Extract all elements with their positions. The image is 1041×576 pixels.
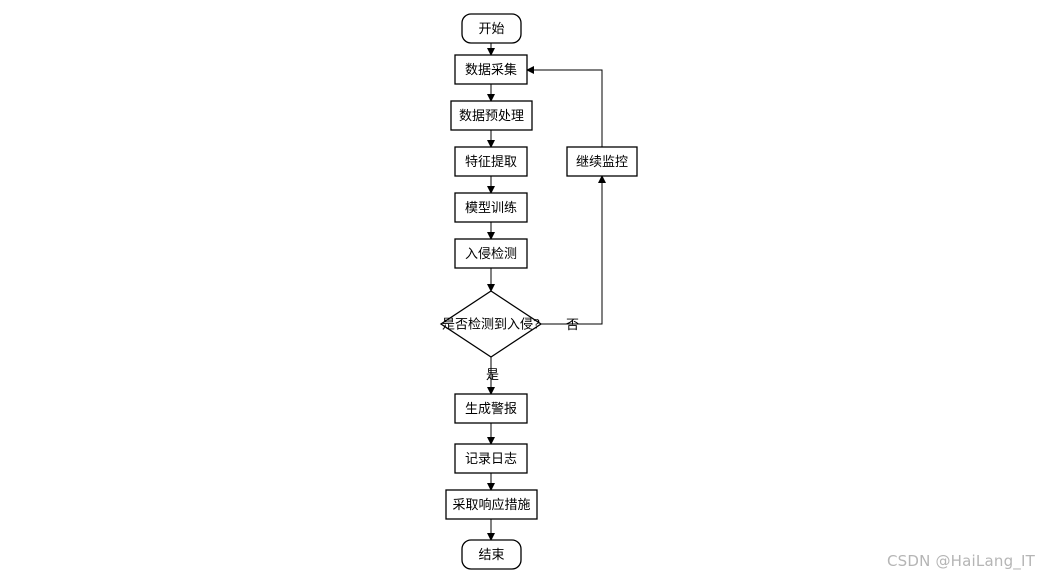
edge-label-decision-to-monitor: 否	[566, 318, 579, 333]
node-label-decision: 是否检测到入侵?	[442, 317, 540, 333]
node-shape-train	[454, 192, 528, 223]
node-shape-end	[461, 539, 522, 570]
node-shape-preprocess	[450, 100, 533, 131]
node-shape-log	[454, 443, 528, 474]
node-label-detect: 入侵检测	[465, 246, 517, 262]
node-alert: 生成警报	[454, 393, 528, 424]
node-label-train: 模型训练	[465, 201, 517, 216]
node-start: 开始	[461, 13, 522, 44]
node-shape-respond	[445, 489, 538, 520]
node-label-monitor: 继续监控	[576, 155, 628, 170]
node-label-preprocess: 数据预处理	[459, 109, 524, 124]
node-shape-alert	[454, 393, 528, 424]
node-log: 记录日志	[454, 443, 528, 474]
node-end: 结束	[461, 539, 522, 570]
node-shape-start	[461, 13, 522, 44]
node-decision: 是否检测到入侵?	[439, 290, 543, 358]
node-respond: 采取响应措施	[445, 489, 538, 520]
node-collect: 数据采集	[454, 54, 528, 85]
node-label-respond: 采取响应措施	[452, 497, 530, 513]
node-shape-detect	[454, 238, 528, 269]
edge-monitor-to-collect	[526, 66, 603, 147]
node-shape-decision	[439, 290, 543, 358]
node-label-start: 开始	[478, 22, 504, 37]
node-label-collect: 数据采集	[465, 62, 517, 78]
watermark: CSDN @HaiLang_IT	[886, 552, 1035, 570]
node-label-alert: 生成警报	[465, 401, 517, 417]
node-shape-features	[454, 146, 528, 177]
node-detect: 入侵检测	[454, 238, 528, 269]
node-shape-collect	[454, 54, 528, 85]
node-features: 特征提取	[454, 146, 528, 177]
node-train: 模型训练	[454, 192, 528, 223]
edge-label-decision-to-alert: 是	[486, 368, 499, 383]
edge-decision-to-monitor	[541, 175, 606, 325]
node-monitor: 继续监控	[566, 146, 638, 177]
node-label-features: 特征提取	[465, 154, 517, 170]
node-label-end: 结束	[478, 548, 504, 563]
node-preprocess: 数据预处理	[450, 100, 533, 131]
node-shape-monitor	[566, 146, 638, 177]
node-label-log: 记录日志	[465, 452, 517, 467]
